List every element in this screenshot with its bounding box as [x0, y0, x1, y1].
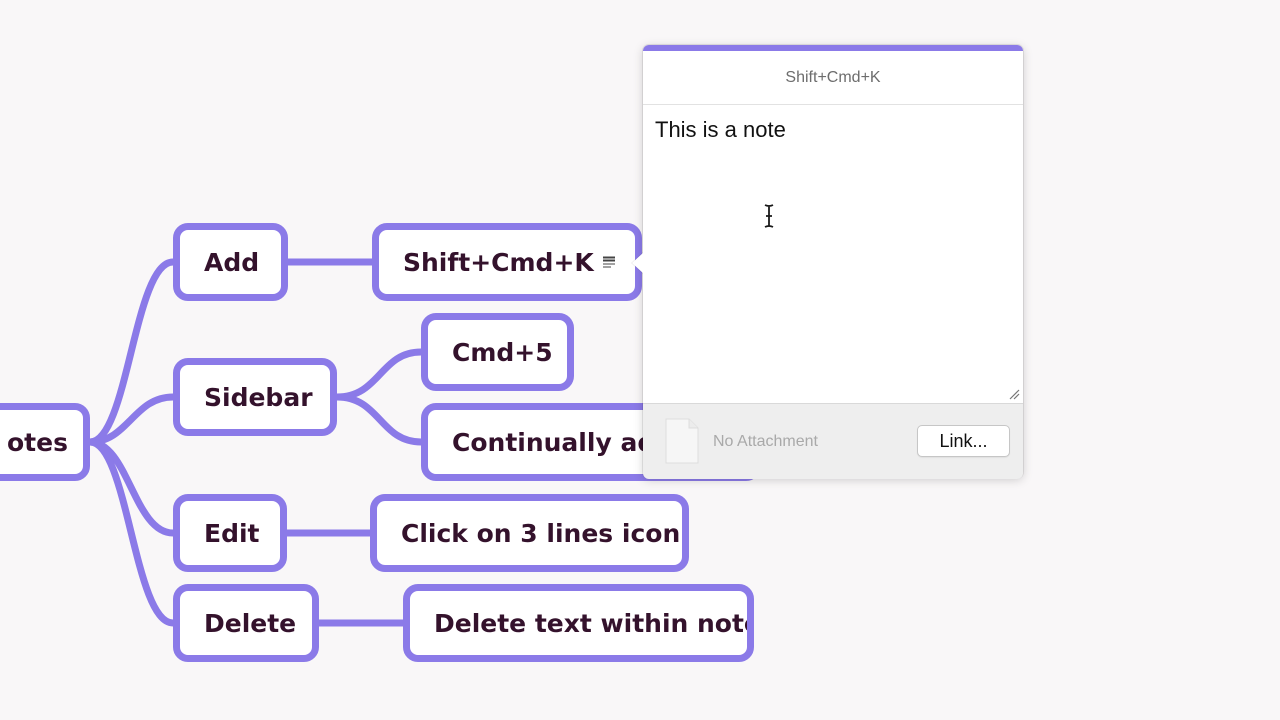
node-shift-cmd-k-label: Shift+Cmd+K — [403, 247, 594, 277]
node-sidebar-label: Sidebar — [204, 382, 313, 412]
node-add-label: Add — [204, 247, 260, 277]
node-edit-label: Edit — [204, 518, 260, 548]
node-delete-label: Delete — [204, 608, 297, 638]
node-click-lines-icon-label: Click on 3 lines icon — [401, 518, 681, 548]
root-node[interactable]: otes — [0, 403, 90, 481]
attachment-bar: No Attachment Link... — [643, 403, 1023, 479]
resize-grip-icon[interactable] — [1008, 388, 1020, 400]
link-root-edit — [89, 438, 174, 537]
file-icon[interactable] — [665, 418, 699, 464]
node-delete[interactable]: Delete — [173, 584, 319, 662]
popover-title: Shift+Cmd+K — [643, 51, 1023, 105]
node-shift-cmd-k[interactable]: Shift+Cmd+K — [372, 223, 642, 301]
node-continually-add-label: Continually add — [452, 427, 674, 457]
node-add[interactable]: Add — [173, 223, 288, 301]
link-root-sidebar — [89, 393, 174, 446]
node-delete-text[interactable]: Delete text within note — [403, 584, 754, 662]
link-root-delete — [89, 438, 174, 627]
text-cursor-icon — [764, 204, 774, 228]
node-click-lines-icon[interactable]: Click on 3 lines icon — [370, 494, 689, 572]
link-root-add — [89, 258, 174, 446]
node-delete-text-label: Delete text within note — [434, 608, 754, 638]
node-cmd-5[interactable]: Cmd+5 — [421, 313, 574, 391]
root-node-label: otes — [7, 427, 68, 457]
link-sidebar-cmd5 — [336, 348, 422, 401]
node-edit[interactable]: Edit — [173, 494, 287, 572]
link-button[interactable]: Link... — [917, 425, 1010, 457]
note-body-text: This is a note — [655, 117, 786, 142]
node-sidebar[interactable]: Sidebar — [173, 358, 337, 436]
popover-accent-bar — [643, 45, 1023, 51]
link-sidebar-continually — [336, 393, 422, 446]
note-text-area[interactable]: This is a note — [643, 105, 1023, 403]
note-lines-icon[interactable] — [603, 256, 615, 268]
node-cmd-5-label: Cmd+5 — [452, 337, 553, 367]
popover-arrow — [632, 252, 644, 274]
attachment-label: No Attachment — [713, 433, 818, 450]
note-popover: Shift+Cmd+K This is a note No Attachment… — [632, 45, 1023, 479]
